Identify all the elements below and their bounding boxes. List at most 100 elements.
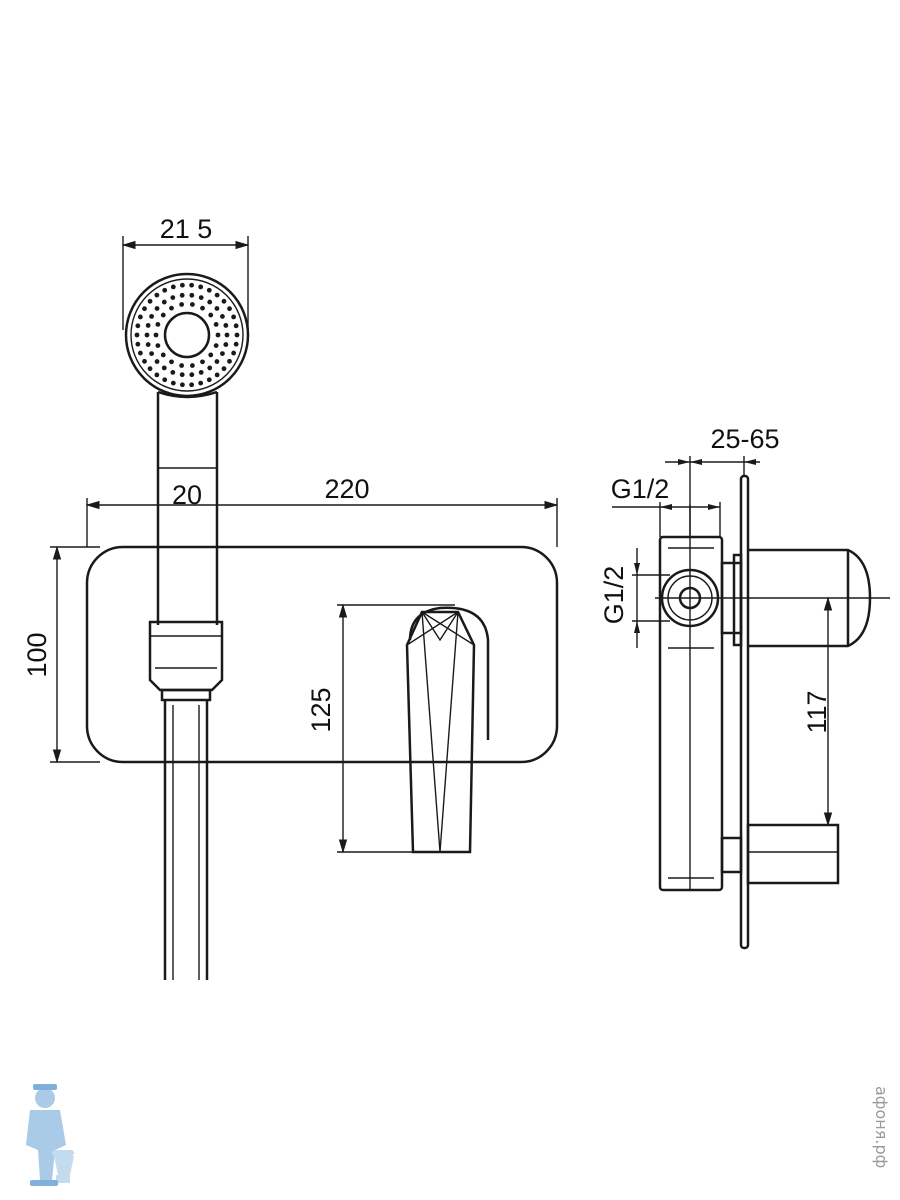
- nozzle-dot: [179, 372, 185, 378]
- nozzle-dot: [221, 366, 227, 372]
- nozzle-dot: [179, 302, 185, 307]
- nozzle-dot: [233, 341, 239, 347]
- nozzle-dot: [208, 352, 214, 358]
- nozzle-dot: [214, 359, 220, 364]
- nozzle-dot: [189, 372, 195, 378]
- plumber-logo: [26, 1084, 74, 1186]
- dimension-plate-width: 220: [85, 474, 559, 547]
- nozzle-dot: [160, 312, 166, 318]
- nozzle-dot: [170, 295, 176, 300]
- nozzle-dot: [169, 359, 174, 365]
- nozzle-dot: [214, 372, 220, 378]
- nozzle-dot: [200, 359, 205, 365]
- nozzle-dot: [206, 377, 212, 383]
- nozzle-dot: [207, 365, 213, 371]
- nozzle-dot: [233, 323, 239, 329]
- nozzle-dot: [189, 363, 195, 368]
- dim-plate-width: 220: [324, 474, 369, 504]
- hose-holder: [148, 620, 224, 702]
- dim-spout-height: 125: [306, 687, 336, 732]
- nozzle-dot: [137, 314, 143, 320]
- dimension-spout-height: 125: [306, 603, 455, 854]
- nozzle-dot: [170, 380, 176, 386]
- side-view: [655, 474, 890, 950]
- dim-thread-vertical: G1/2: [599, 566, 629, 625]
- hose: [163, 700, 209, 980]
- nozzle-dot: [198, 370, 204, 375]
- nozzle-dot: [142, 358, 147, 364]
- nozzle-dot: [214, 292, 220, 298]
- nozzle-dot: [220, 351, 225, 356]
- nozzle-dot: [135, 323, 141, 329]
- nozzle-dot: [134, 332, 140, 338]
- nozzle-dot: [153, 332, 159, 338]
- nozzle-dot: [198, 284, 204, 290]
- nozzle-dot: [161, 299, 167, 305]
- nozzle-dot: [231, 314, 237, 320]
- dim-side-height: 117: [802, 690, 832, 733]
- dimension-thread-vertical: G1/2: [599, 548, 670, 648]
- nozzle-dot: [224, 332, 230, 338]
- mixer-lever: [405, 606, 490, 854]
- nozzle-dot: [208, 312, 214, 318]
- nozzle-dot: [154, 372, 160, 378]
- nozzle-dot: [154, 306, 160, 311]
- nozzle-dot: [170, 370, 176, 375]
- dimension-wall-depth: 25-65: [665, 424, 780, 537]
- nozzle-dot: [155, 343, 161, 349]
- nozzle-dot: [179, 382, 185, 388]
- nozzle-dot: [221, 298, 227, 304]
- nozzle-dot: [137, 350, 143, 356]
- dim-head-diameter: 21 5: [160, 214, 213, 244]
- nozzle-dot: [170, 284, 176, 290]
- dimension-side-height: 117: [802, 596, 833, 827]
- wall-plate: [85, 545, 559, 764]
- nozzle-dot: [227, 358, 232, 364]
- nozzle-dot: [214, 306, 220, 311]
- nozzle-dot: [135, 341, 141, 347]
- dim-plate-height: 100: [22, 632, 52, 677]
- nozzle-dot: [179, 292, 185, 298]
- nozzle-dot: [149, 314, 154, 319]
- nozzle-dot: [213, 321, 219, 327]
- nozzle-dot: [162, 287, 168, 293]
- nozzle-dot: [223, 323, 229, 328]
- dimension-head-diameter: 21 5: [121, 214, 250, 330]
- nozzle-dot: [145, 323, 151, 328]
- nozzle-dot: [155, 321, 161, 327]
- shower-handle: 20: [156, 390, 219, 625]
- nozzle-dot: [145, 342, 151, 347]
- nozzle-dot: [215, 332, 221, 338]
- nozzle-dot: [154, 292, 160, 298]
- nozzle-dot: [179, 363, 185, 368]
- nozzle-dot: [162, 377, 168, 383]
- nozzle-dot: [142, 306, 147, 312]
- nozzle-dot: [220, 314, 225, 319]
- nozzle-dot: [200, 305, 205, 311]
- nozzle-dot: [231, 350, 237, 356]
- nozzle-dot: [207, 299, 213, 305]
- nozzle-dot: [223, 342, 229, 347]
- dimension-thread-horizontal: G1/2: [611, 474, 721, 537]
- dim-wall-depth: 25-65: [710, 424, 779, 454]
- nozzle-dot: [198, 380, 204, 386]
- nozzle-dot: [169, 305, 174, 311]
- watermark-text: афоня.рф: [872, 1086, 891, 1169]
- nozzle-dot: [179, 282, 185, 288]
- nozzle-dot: [189, 292, 195, 298]
- nozzle-dot: [147, 298, 153, 304]
- nozzle-dot: [161, 365, 167, 371]
- dim-thread-horizontal: G1/2: [611, 474, 670, 504]
- nozzle-dot: [160, 352, 166, 358]
- nozzle-dot: [213, 343, 219, 349]
- nozzle-dot: [227, 306, 232, 312]
- dimension-plate-height: 100: [22, 545, 100, 764]
- nozzle-dot: [144, 332, 150, 338]
- nozzle-dot: [189, 302, 195, 307]
- nozzle-dot: [154, 359, 160, 364]
- nozzle-dot: [198, 295, 204, 300]
- nozzle-dot: [189, 282, 195, 288]
- nozzle-dot: [189, 382, 195, 388]
- nozzle-dot: [149, 351, 154, 356]
